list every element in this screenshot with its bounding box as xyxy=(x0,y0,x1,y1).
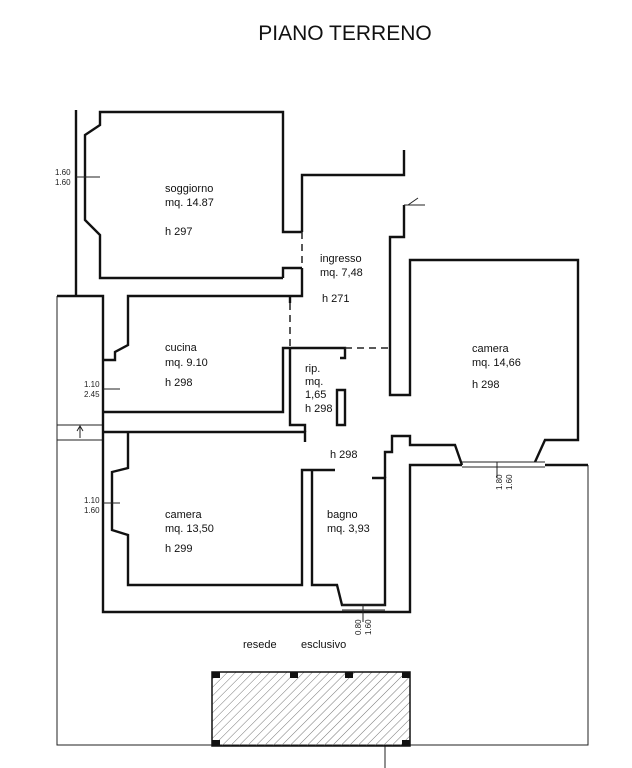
room-name: cucina xyxy=(165,342,198,354)
entrance-arrow-icon xyxy=(404,197,425,206)
room-area: mq. 7,48 xyxy=(320,267,363,279)
room-height: h 271 xyxy=(322,293,350,305)
outdoor-label-resede: resede xyxy=(243,639,277,651)
room-height: h 298 xyxy=(165,377,193,389)
window-height-camera-right: 1.60 xyxy=(505,474,514,490)
room-area: mq. 9.10 xyxy=(165,357,208,369)
room-name: ingresso xyxy=(320,253,362,265)
room-height: h 298 xyxy=(472,379,500,391)
entry-arrow-icon xyxy=(76,425,84,438)
room-name: camera xyxy=(165,509,203,521)
room-soggiorno: soggiorno mq. 14.87 h 297 xyxy=(165,183,214,238)
room-area: 1,65 xyxy=(305,389,326,401)
room-height: h 299 xyxy=(165,543,193,555)
room-height: h 298 xyxy=(305,403,333,415)
walls xyxy=(57,110,588,614)
room-bagno: bagno mq. 3,93 xyxy=(327,509,370,535)
window-width-bagno: 0.80 xyxy=(354,619,363,635)
room-ripostiglio: rip. mq. 1,65 h 298 xyxy=(305,363,333,415)
disimpegno-height: h 298 xyxy=(330,449,358,461)
window-width-camera-right: 1.80 xyxy=(495,474,504,490)
room-cucina: cucina mq. 9.10 h 298 xyxy=(165,342,208,389)
room-ingresso: ingresso mq. 7,48 h 271 xyxy=(320,253,363,305)
room-camera-right: camera mq. 14,66 h 298 xyxy=(472,343,521,391)
room-area-label: mq. xyxy=(305,376,323,388)
window-height-soggiorno: 1.60 xyxy=(55,178,71,187)
outdoor-label-esclusivo: esclusivo xyxy=(301,639,346,651)
doors xyxy=(289,197,425,349)
window-height-cucina: 2.45 xyxy=(84,390,100,399)
room-name: camera xyxy=(472,343,510,355)
room-area: mq. 14,66 xyxy=(472,357,521,369)
window-height-camera-left: 1.60 xyxy=(84,506,100,515)
pergola xyxy=(211,671,411,747)
room-name: bagno xyxy=(327,509,358,521)
room-name: soggiorno xyxy=(165,183,213,195)
plan-title: PIANO TERRENO xyxy=(258,22,431,45)
room-area: mq. 14.87 xyxy=(165,197,214,209)
window-width-soggiorno: 1.60 xyxy=(55,168,71,177)
windows xyxy=(76,176,545,622)
room-name: rip. xyxy=(305,363,320,375)
room-area: mq. 13,50 xyxy=(165,523,214,535)
room-area: mq. 3,93 xyxy=(327,523,370,535)
window-width-cucina: 1.10 xyxy=(84,380,100,389)
window-height-bagno: 1.60 xyxy=(364,619,373,635)
room-camera-left: camera mq. 13,50 h 299 xyxy=(165,509,214,555)
room-height: h 297 xyxy=(165,226,193,238)
window-width-camera-left: 1.10 xyxy=(84,496,100,505)
